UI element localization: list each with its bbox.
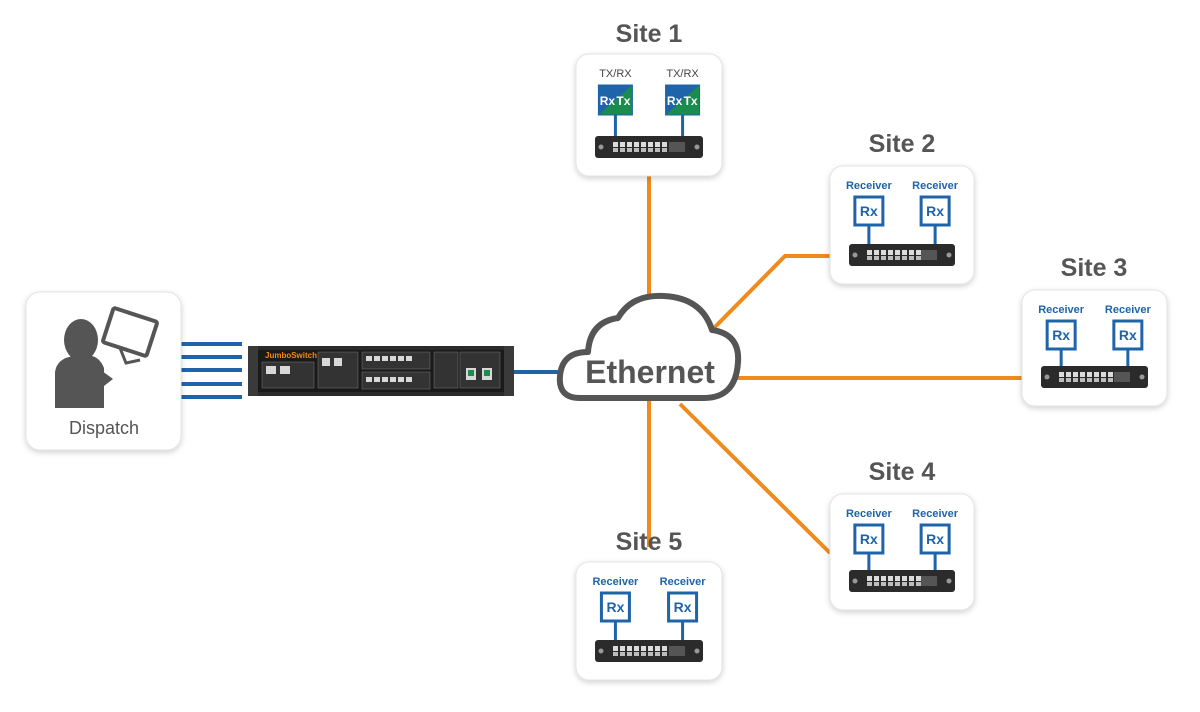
unit-label: Receiver [592,576,639,588]
rx-label: Rx [1052,327,1070,343]
receiver-box [1045,319,1077,351]
unit-label: TX/RX [599,68,632,80]
dispatch-links [181,342,242,399]
site-switch [1041,366,1148,388]
rx-label: Rx [606,599,624,615]
receiver-box [853,195,885,227]
receiver-box [853,523,885,555]
operator-icon [55,306,159,408]
dispatch-label: Dispatch [69,418,139,438]
site-title: Site 2 [869,130,936,158]
site-switch [849,570,955,592]
link-site-4 [678,402,832,555]
unit-label: Receiver [846,508,893,520]
receiver-box [919,195,951,227]
unit-label: Receiver [912,180,959,192]
ethernet-links [647,176,1022,555]
jumboswitch-chassis: JumboSwitch [248,346,514,396]
rx-label: Rx [926,531,944,547]
site-switch [849,244,955,266]
unit-label: Receiver [660,576,707,588]
unit-label: Receiver [846,180,893,192]
unit-label: Receiver [1105,304,1152,316]
receiver-box [919,523,951,555]
receiver-box [599,591,631,623]
site-switch [595,640,703,662]
txrx-box [665,84,701,116]
site-title: Site 5 [616,528,683,556]
rx-label: Rx [860,203,878,219]
site-title: Site 4 [869,458,936,486]
receiver-box [667,591,699,623]
rx-label: Rx [667,94,683,108]
rx-label: Rx [926,203,944,219]
rx-label: Rx [600,94,616,108]
site-title: Site 1 [616,20,683,48]
dispatch-card: Dispatch [25,291,182,451]
site-title: Site 3 [1061,254,1128,282]
unit-label: Receiver [1038,304,1085,316]
switch-brand: JumboSwitch [265,351,317,360]
unit-label: Receiver [912,508,959,520]
rx-label: Rx [860,531,878,547]
ethernet-cloud: Ethernet [556,292,742,401]
tx-label: Tx [616,94,630,108]
rx-label: Rx [674,599,692,615]
tx-label: Tx [684,94,698,108]
link-site-2 [710,254,830,332]
txrx-box [597,84,633,116]
ethernet-label: Ethernet [585,354,715,390]
unit-label: TX/RX [666,68,699,80]
rx-label: Rx [1119,327,1137,343]
receiver-box [1112,319,1144,351]
site-switch [595,136,703,158]
